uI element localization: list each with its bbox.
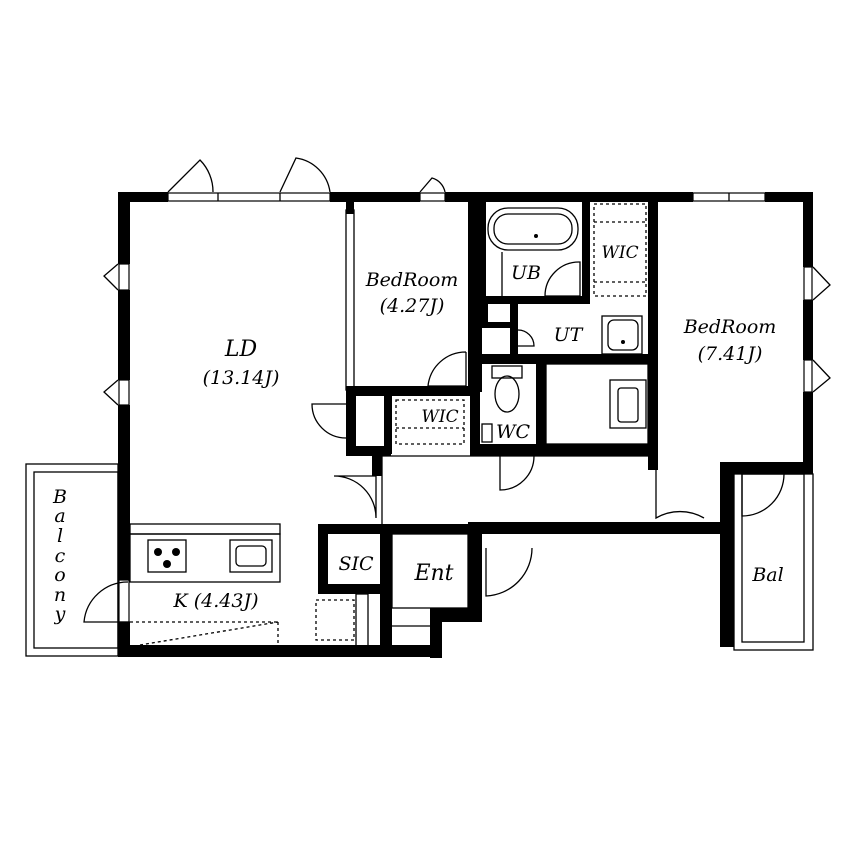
label-bedroom-1-size: (4.27J) bbox=[380, 295, 445, 317]
label-kitchen: K (4.43J) bbox=[173, 590, 259, 612]
label-ld-size: (13.14J) bbox=[203, 367, 280, 389]
label-bedroom-2-size: (7.41J) bbox=[698, 343, 763, 365]
interior-walls bbox=[129, 192, 658, 647]
balcony-letter: B bbox=[52, 486, 67, 508]
balcony-letter: a bbox=[54, 505, 65, 527]
doors bbox=[83, 157, 831, 623]
label-ent: Ent bbox=[413, 561, 453, 586]
balcony-letter: c bbox=[55, 545, 66, 567]
label-wc: WC bbox=[496, 421, 531, 443]
label-sic: SIC bbox=[338, 553, 374, 575]
label-bedroom-1: BedRoom bbox=[365, 269, 459, 291]
label-wic-top: WIC bbox=[601, 243, 638, 263]
room-labels: LD (13.14J) BedRoom (4.27J) BedRoom (7.4… bbox=[173, 243, 784, 612]
label-bal: Bal bbox=[751, 564, 783, 586]
label-bedroom-2: BedRoom bbox=[683, 316, 777, 338]
balcony-letter: l bbox=[57, 525, 63, 547]
label-ld: LD bbox=[224, 337, 258, 362]
windows bbox=[118, 192, 813, 623]
balconies bbox=[25, 463, 814, 657]
outer-walls bbox=[118, 192, 813, 658]
label-ub: UB bbox=[511, 262, 541, 284]
balcony-letter: o bbox=[54, 564, 65, 586]
label-balcony: B a l c o n y bbox=[52, 486, 67, 625]
fixtures bbox=[130, 203, 654, 646]
balcony-letter: n bbox=[54, 584, 66, 606]
label-ut: UT bbox=[554, 324, 584, 346]
label-wic-mid: WIC bbox=[421, 407, 458, 427]
balcony-letter: y bbox=[54, 603, 66, 625]
